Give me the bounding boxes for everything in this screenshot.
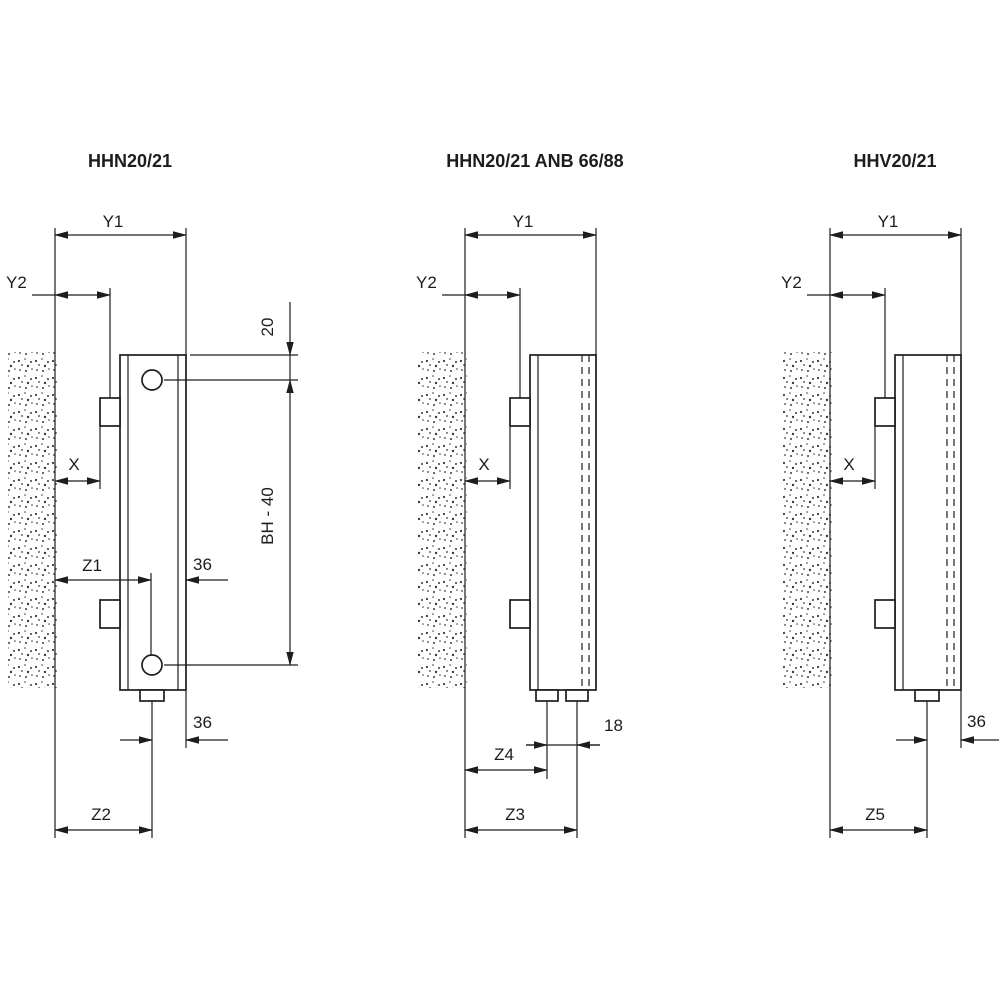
diagram-title: HHV20/21 <box>853 151 936 171</box>
z3-label: Z3 <box>505 805 525 824</box>
bottom-connection-stub <box>139 689 165 702</box>
bracket-bottom <box>874 599 896 629</box>
wall-hatch <box>8 352 57 688</box>
z5-label: Z5 <box>865 805 885 824</box>
x-label: X <box>843 455 854 474</box>
bracket-bottom <box>99 599 121 629</box>
wall-hatch <box>418 352 467 688</box>
x-label: X <box>478 455 489 474</box>
top-tapping <box>141 369 163 391</box>
bracket-top <box>99 397 121 427</box>
y1-label: Y1 <box>513 212 534 231</box>
offset36-bottom-label: 36 <box>193 713 212 732</box>
diagram-hhn20-21-anb: HHN20/21 ANB 66/88 Y1 Y2 X 18 Z4 <box>416 151 624 838</box>
bottom-tapping <box>141 654 163 676</box>
y2-label: Y2 <box>6 273 27 292</box>
bottom-connection-stub <box>914 689 940 702</box>
y1-label: Y1 <box>103 212 124 231</box>
offset18-label: 18 <box>604 716 623 735</box>
y2-label: Y2 <box>781 273 802 292</box>
radiator-body <box>529 354 597 691</box>
radiator-body <box>119 354 187 691</box>
radiator-body <box>894 354 962 691</box>
diagram-title: HHN20/21 ANB 66/88 <box>446 151 623 171</box>
offset36-label: 36 <box>967 712 986 731</box>
z4-label: Z4 <box>494 745 514 764</box>
offset20-label: 20 <box>258 318 277 337</box>
diagram-hhn20-21: HHN20/21 Y1 Y2 20 BH - 40 X <box>6 151 298 838</box>
z1-label: Z1 <box>82 556 102 575</box>
x-label: X <box>68 455 79 474</box>
bottom-connection-stub-right <box>565 689 589 702</box>
wall-hatch <box>783 352 832 688</box>
bottom-connection-stub-left <box>535 689 559 702</box>
diagram-hhv20-21: HHV20/21 Y1 Y2 X 36 Z5 <box>781 151 999 838</box>
z2-label: Z2 <box>91 805 111 824</box>
bracket-bottom <box>509 599 531 629</box>
y2-label: Y2 <box>416 273 437 292</box>
bracket-top <box>874 397 896 427</box>
diagram-title: HHN20/21 <box>88 151 172 171</box>
bracket-top <box>509 397 531 427</box>
y1-label: Y1 <box>878 212 899 231</box>
bh40-label: BH - 40 <box>258 487 277 545</box>
offset36-mid-label: 36 <box>193 555 212 574</box>
